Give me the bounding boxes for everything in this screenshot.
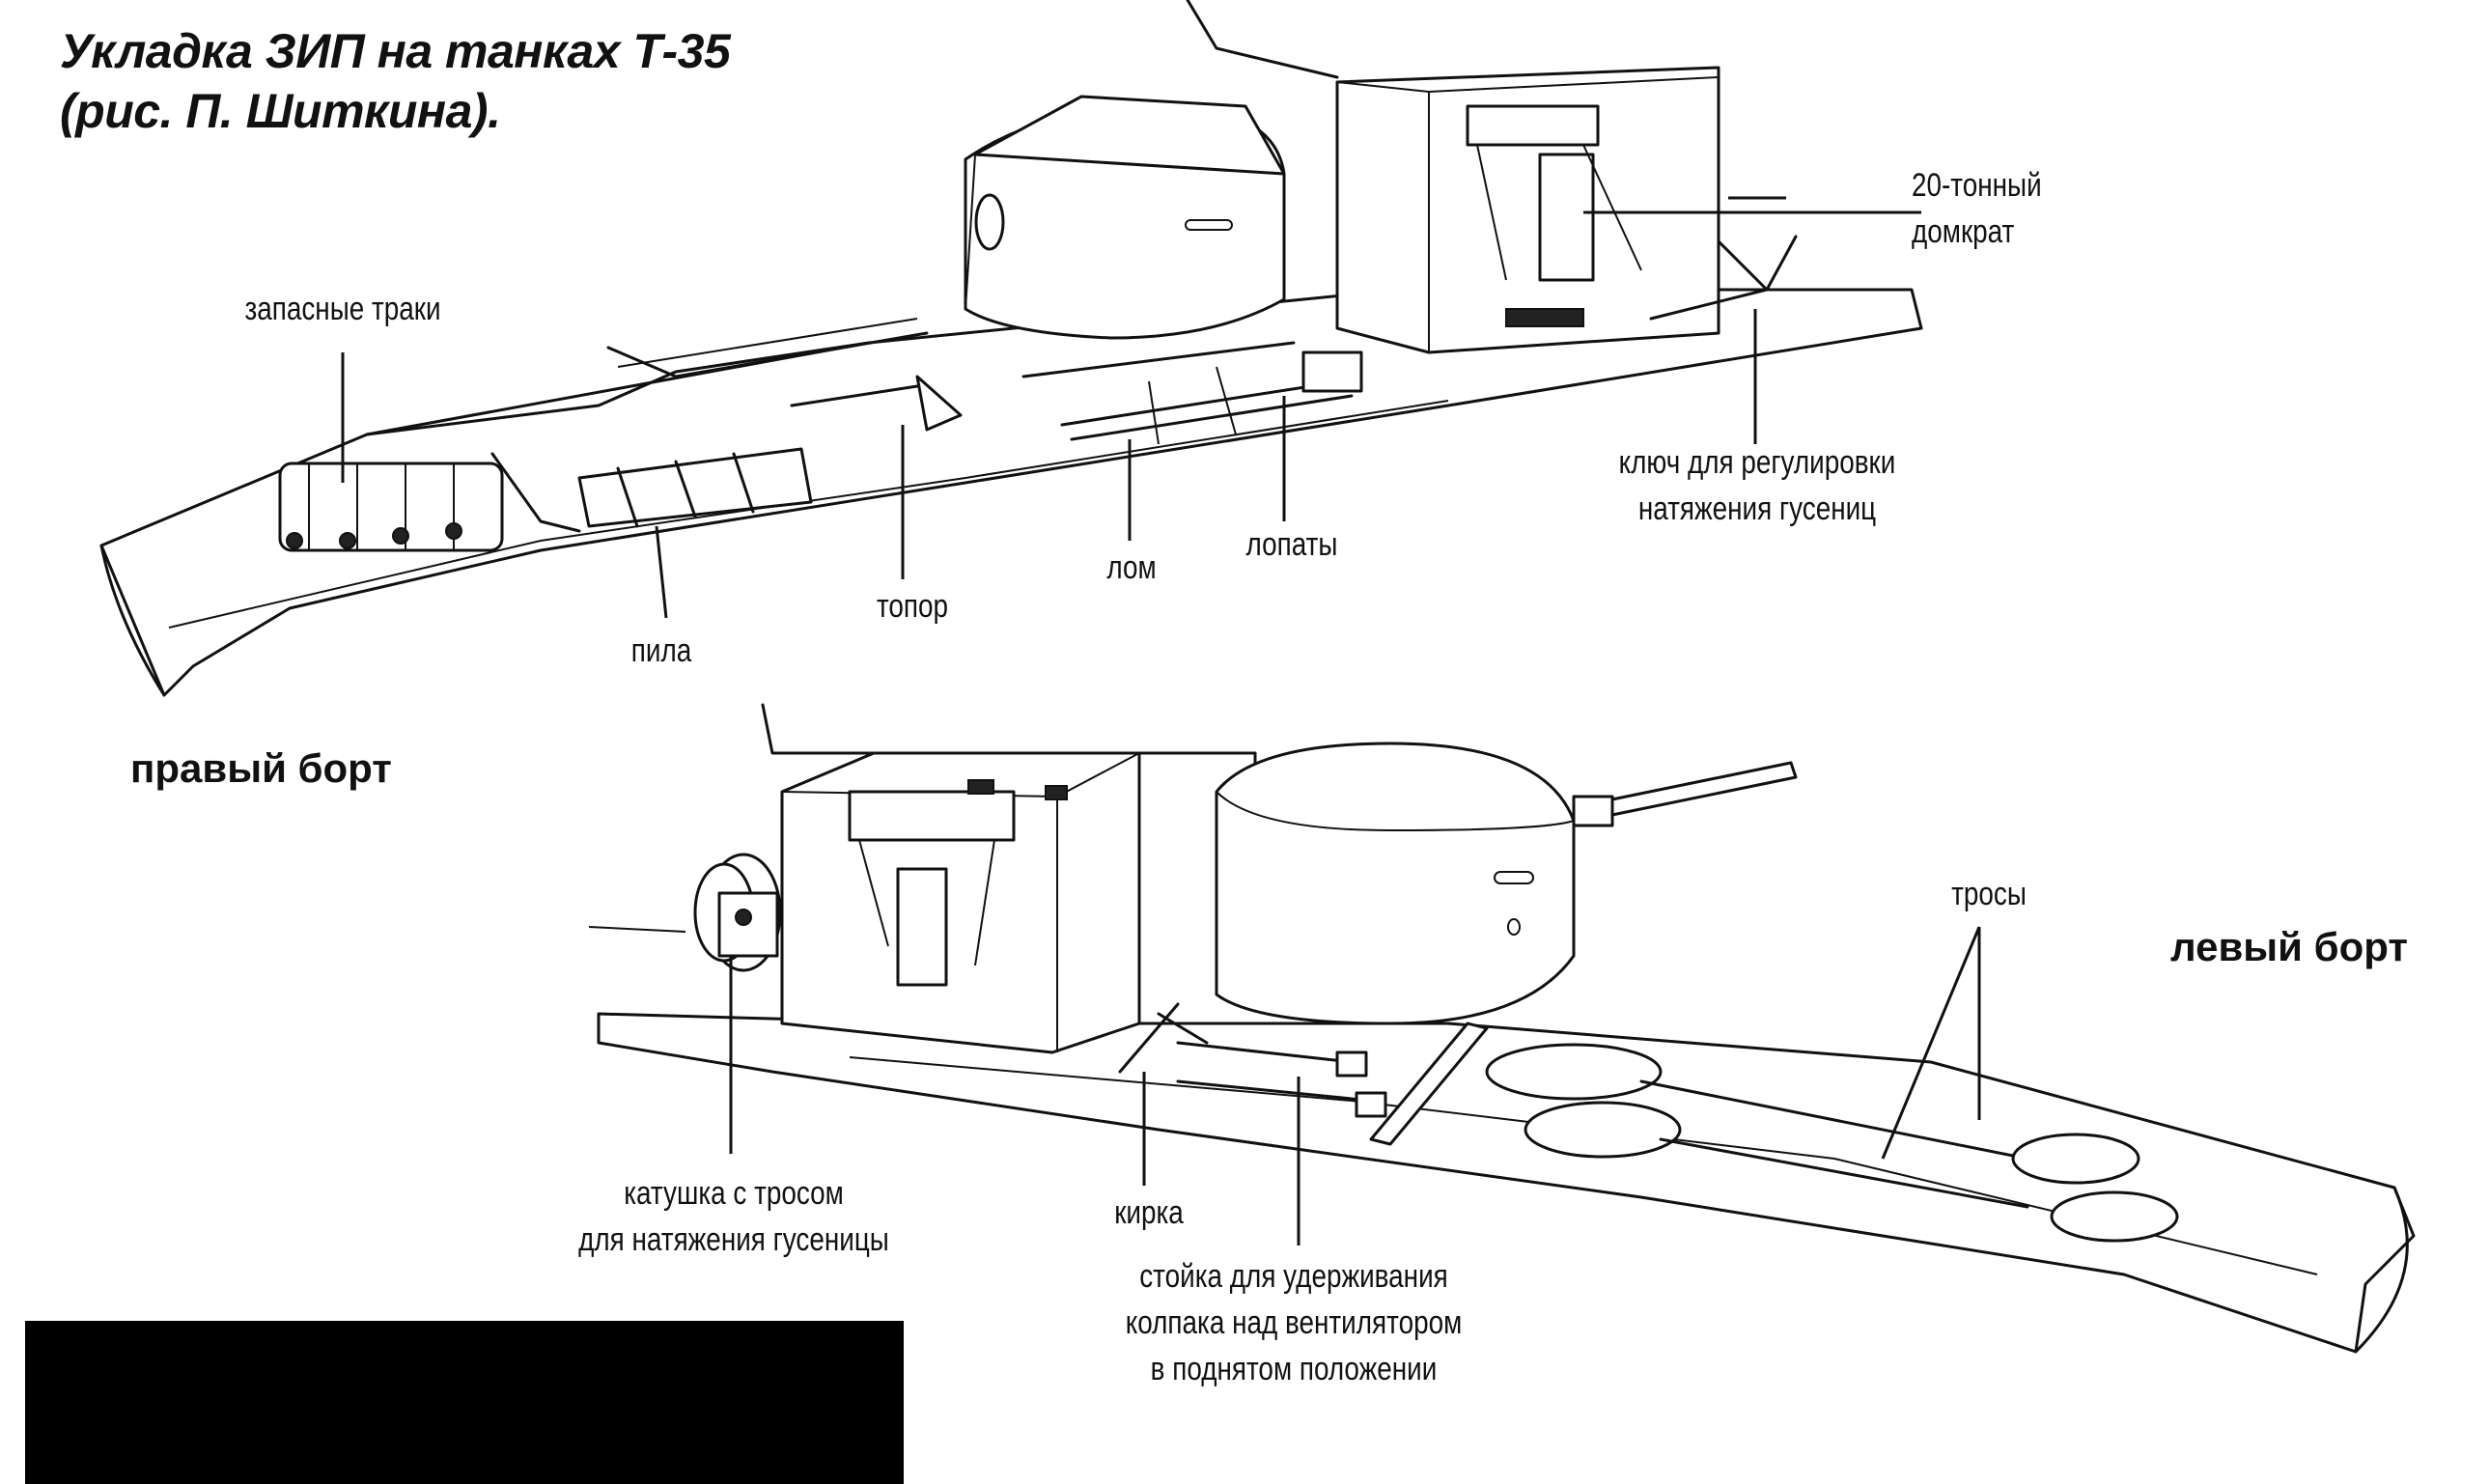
spare-tracks-drawing [278,462,504,552]
label-stand-line-3: в поднятом положении [1150,1351,1438,1387]
label-spare-tracks: запасные траки [244,291,441,327]
figure-caption: Укладка ЗИП на танках Т-35 (рис. П. Шитк… [60,21,731,141]
label-stand: стойка для удерживания колпака над венти… [1104,1253,1484,1392]
label-reel: катушка с тросом для натяжения гусеницы [551,1170,915,1263]
label-ropes: тросы [1951,876,2027,912]
ropes-drawing [1485,1043,2179,1243]
label-tension-key-line-1: ключ для регулировки [1618,444,1896,481]
label-stand-line-2: колпака над вентилятором [1125,1304,1463,1341]
caption-line-1: Укладка ЗИП на танках Т-35 [60,24,731,78]
label-tension-key: ключ для регулировки натяжения гусениц [1583,439,1932,532]
label-jack: 20-тонный домкрат [1912,162,2055,255]
pickaxe-stand-drawing [1118,1002,1387,1118]
crowbar-shovels-drawing [1021,341,1363,445]
label-shovels: лопаты [1245,526,1338,563]
label-tension-key-line-2: натяжения гусениц [1637,490,1877,527]
label-reel-line-1: катушка с тросом [624,1175,844,1212]
left-side-fender-drawing [588,703,2416,1354]
label-stand-line-1: стойка для удерживания [1139,1258,1448,1295]
saw-drawing [490,447,813,533]
redaction-block [25,1321,904,1484]
label-crowbar: лом [1106,549,1157,586]
label-jack-line-2: домкрат [1912,213,2015,250]
label-jack-line-1: 20-тонный [1912,167,2042,204]
label-saw: пила [630,632,692,669]
reel-drawing [693,853,782,972]
left-side-label: левый борт [2170,924,2408,969]
axe-drawing [790,375,963,432]
label-pickaxe: кирка [1114,1194,1184,1231]
label-reel-line-2: для натяжения гусеницы [578,1221,889,1258]
right-side-label: правый борт [130,745,392,791]
right-side-fender-drawing [99,0,1923,697]
label-axe: топор [876,588,949,625]
caption-line-2: (рис. П. Шиткина). [60,84,501,138]
